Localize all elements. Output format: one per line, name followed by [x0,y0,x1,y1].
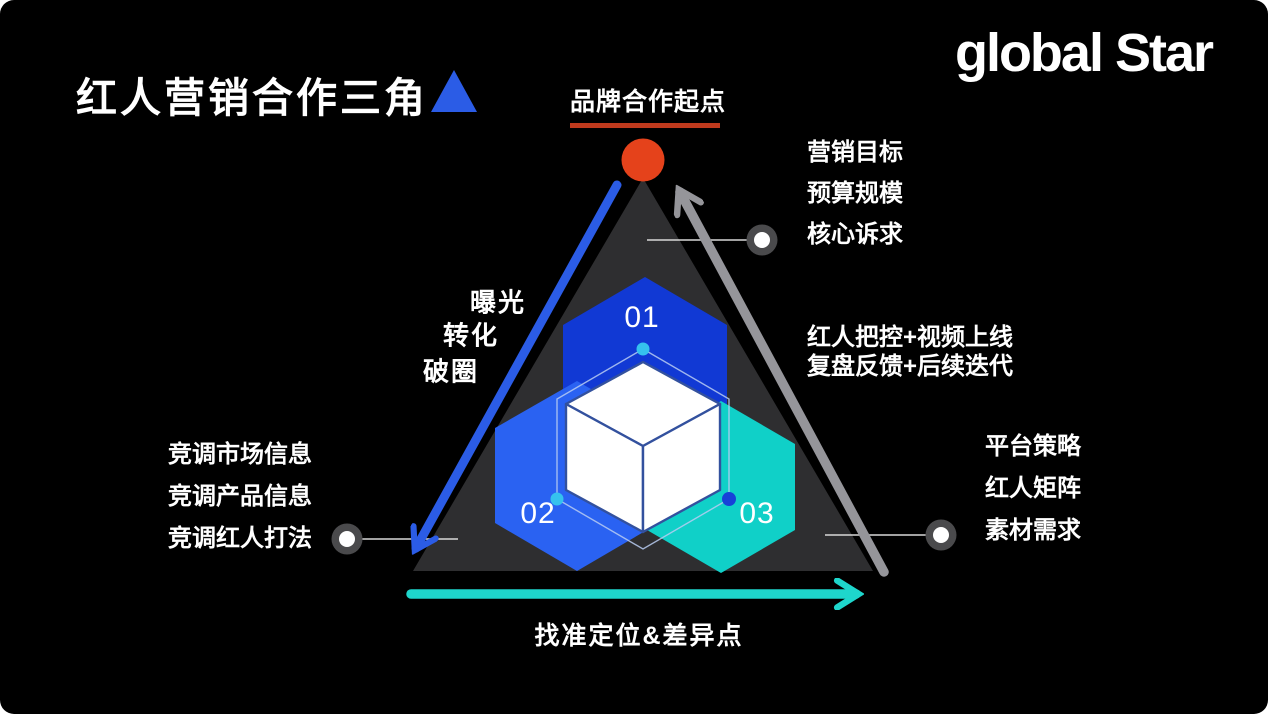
list-item: 营销目标 [807,139,903,166]
list-item: 复盘反馈+后续迭代 [807,353,1014,380]
hexagon-01-number: 01 [624,301,660,334]
page-title: 红人营销合作三角 [76,75,428,121]
funnel-step-conversion: 转化 [442,320,500,351]
list-item: 竞调市场信息 [168,441,312,468]
hexagon-02-number: 02 [520,497,556,530]
platform-plan-list: 平台策略 红人矩阵 素材需求 [985,426,1081,552]
connector-dot-right [933,527,949,543]
funnel-step-exposure: 曝光 [469,287,527,318]
apex-underline [570,123,720,128]
list-item: 红人把控+视频上线 [807,324,1014,351]
connector-dot-left [339,531,355,547]
title-triangle-icon [431,70,477,112]
node-dot-left [550,492,564,506]
brand-logo: global Star [954,23,1214,83]
funnel-step-breakout: 破圈 [422,356,480,387]
list-item: 红人矩阵 [985,475,1081,502]
bottom-axis-label: 找准定位&差异点 [534,622,744,650]
connector-dot-top [754,232,770,248]
competitor-research-list: 竞调市场信息 竞调产品信息 竞调红人打法 [168,434,312,560]
apex-label-group: 品牌合作起点 [570,82,727,128]
list-item: 预算规模 [807,180,903,207]
brand-inputs-list: 营销目标 预算规模 核心诉求 [807,132,903,255]
apex-label: 品牌合作起点 [570,88,727,116]
hexagon-03-number: 03 [739,497,775,530]
node-dot-top [636,342,650,356]
list-item: 竞调红人打法 [168,525,312,552]
start-point-dot [621,138,665,182]
node-dot-right [722,492,736,506]
center-cube [564,360,722,534]
gray-arrow [680,192,889,577]
blue-arrow [416,180,622,548]
execution-list: 红人把控+视频上线 复盘反馈+后续迭代 [807,323,1013,381]
list-item: 核心诉求 [807,221,903,248]
cube-right-face [641,402,722,534]
wireframe-hexagon [556,348,730,550]
list-item: 竞调产品信息 [168,483,312,510]
list-item: 素材需求 [985,517,1081,544]
list-item: 平台策略 [985,433,1081,460]
